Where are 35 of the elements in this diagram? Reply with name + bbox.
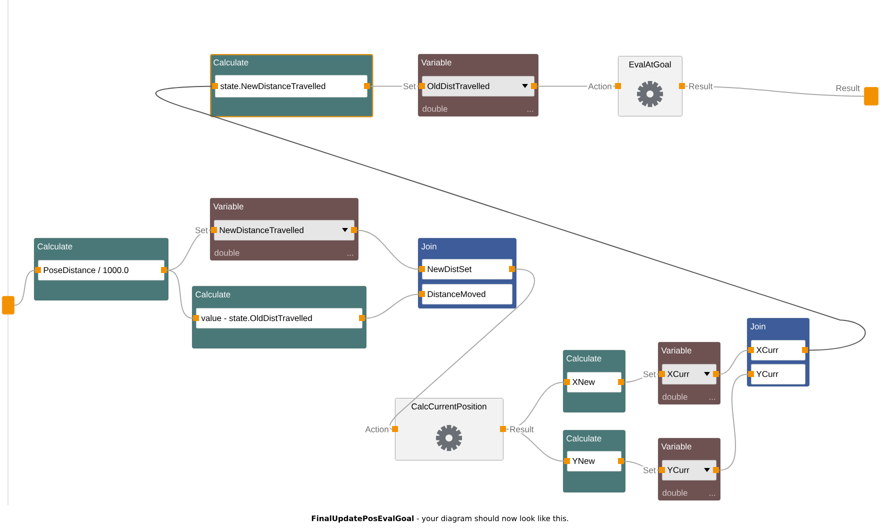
edge-label: Set bbox=[642, 370, 657, 378]
input-field: state.NewDistanceTravelled bbox=[212, 75, 370, 98]
connector bbox=[155, 86, 866, 351]
connector bbox=[718, 350, 748, 375]
connector bbox=[718, 374, 748, 471]
connection-port bbox=[864, 87, 878, 106]
dropdown-field: YCurr bbox=[659, 460, 719, 480]
dropdown-field: OldDistTravelled bbox=[419, 76, 537, 96]
connector bbox=[370, 86, 420, 87]
edge-label: Set bbox=[402, 82, 417, 90]
input-field: NewDistSet bbox=[419, 259, 515, 280]
edge-label: Set bbox=[642, 466, 657, 474]
connector bbox=[506, 382, 564, 430]
connector bbox=[356, 230, 420, 270]
activity-box: CalcCurrentPosition bbox=[392, 398, 506, 460]
input-field: YCurr bbox=[748, 364, 806, 384]
edge-label: Set bbox=[194, 226, 209, 234]
input-field: PoseDistance / 1000.0 bbox=[35, 260, 167, 280]
input-field: XNew bbox=[564, 372, 624, 392]
input-field: value - state.OldDistTravelled bbox=[193, 308, 365, 328]
dropdown-field: NewDistanceTravelled bbox=[211, 220, 357, 240]
connector bbox=[364, 294, 420, 319]
connector bbox=[166, 270, 194, 319]
edge-label: Result bbox=[688, 82, 714, 90]
edge-label: Action bbox=[587, 82, 613, 90]
port-label: Result bbox=[834, 84, 861, 92]
input-field: XCurr bbox=[748, 340, 808, 360]
connector bbox=[166, 230, 212, 271]
dropdown-field: XCurr bbox=[659, 364, 719, 384]
input-field: YNew bbox=[564, 451, 624, 472]
edge-label: Action bbox=[364, 425, 390, 434]
edge-label: Result bbox=[508, 425, 535, 434]
connection-port bbox=[2, 296, 14, 314]
input-field: DistanceMoved bbox=[419, 284, 512, 304]
connector bbox=[14, 270, 36, 306]
